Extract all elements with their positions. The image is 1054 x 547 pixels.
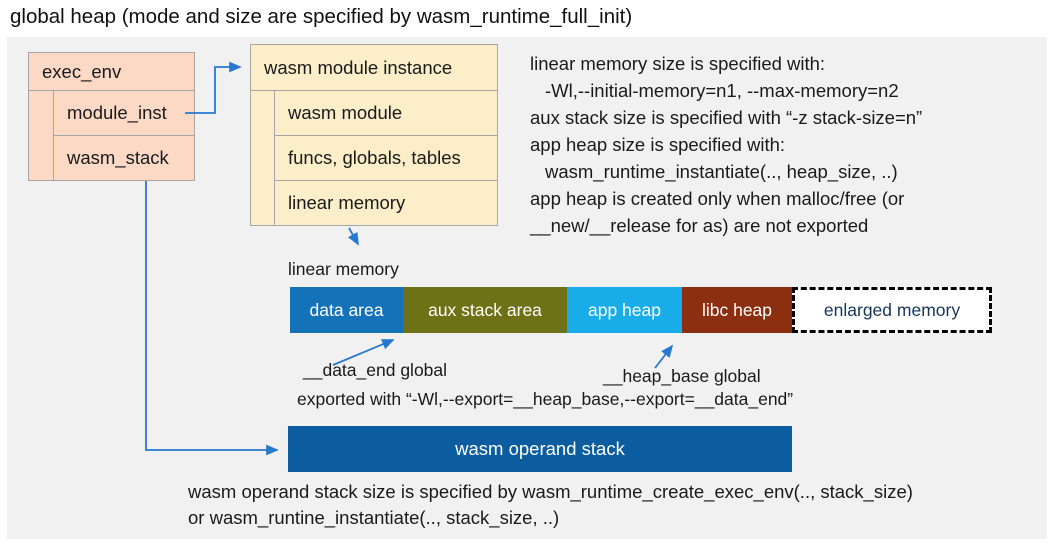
note-line: wasm operand stack size is specified by … bbox=[188, 481, 913, 502]
note-line: or wasm_runtine_instantiate(.., stack_si… bbox=[188, 507, 560, 528]
note-line: app heap size is specified with: bbox=[530, 134, 786, 155]
heap-base-annotation: __heap_base global bbox=[603, 366, 761, 386]
exec-env-body: module_inst wasm_stack bbox=[53, 91, 194, 180]
module-instance-field-linear-memory: linear memory bbox=[274, 181, 497, 225]
segment-enlarged-memory: enlarged memory bbox=[792, 287, 992, 333]
module-instance-field-funcs-globals-tables: funcs, globals, tables bbox=[274, 136, 497, 181]
note-line: -Wl,--initial-memory=n1, --max-memory=n2 bbox=[545, 80, 899, 101]
wasm-module-instance-body: wasm module funcs, globals, tables linea… bbox=[274, 91, 497, 225]
note-line: wasm_runtime_instantiate(.., heap_size, … bbox=[545, 161, 898, 182]
export-flags-annotation: exported with “-Wl,--export=__heap_base,… bbox=[297, 389, 794, 409]
segment-libc-heap: libc heap bbox=[682, 287, 792, 333]
segment-data-area: data area bbox=[290, 287, 403, 333]
data-end-annotation: __data_end global bbox=[303, 360, 448, 380]
note-line: app heap is created only when malloc/fre… bbox=[530, 188, 905, 209]
segment-aux-stack-area: aux stack area bbox=[403, 287, 567, 333]
note-line: aux stack size is specified with “-z sta… bbox=[530, 107, 923, 128]
note-line: __new/__release for as) are not exported bbox=[530, 215, 869, 236]
note-line: linear memory size is specified with: bbox=[530, 53, 826, 74]
memory-size-notes: linear memory size is specified with: -W… bbox=[530, 50, 922, 239]
wasm-module-instance-header: wasm module instance bbox=[251, 45, 497, 91]
module-instance-field-wasm-module: wasm module bbox=[274, 91, 497, 136]
exec-env-field-wasm-stack: wasm_stack bbox=[53, 136, 194, 180]
segment-app-heap: app heap bbox=[567, 287, 682, 333]
exec-env-box: exec_env module_inst wasm_stack bbox=[28, 52, 195, 181]
diagram-title: global heap (mode and size are specified… bbox=[10, 5, 633, 28]
exec-env-header: exec_env bbox=[29, 53, 194, 91]
wasm-operand-stack-bar: wasm operand stack bbox=[288, 426, 792, 472]
linear-memory-label: linear memory bbox=[288, 259, 399, 279]
exec-env-field-module-inst: module_inst bbox=[53, 91, 194, 136]
operand-stack-notes: wasm operand stack size is specified by … bbox=[188, 479, 913, 531]
wasm-module-instance-box: wasm module instance wasm module funcs, … bbox=[250, 44, 498, 226]
